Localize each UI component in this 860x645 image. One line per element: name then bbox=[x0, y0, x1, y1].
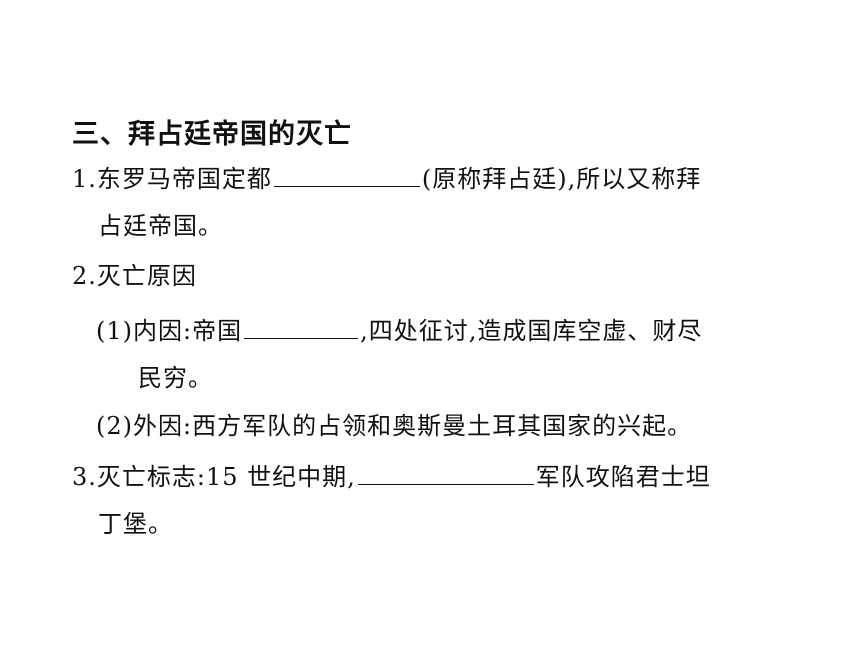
item-1-blank[interactable] bbox=[273, 160, 420, 187]
item-3-text-after: 军队攻陷君士坦 bbox=[535, 463, 711, 491]
item-2-line: 2.灭亡原因 bbox=[72, 260, 197, 292]
sub-2-text: 外因:西方军队的占领和奥斯曼土耳其国家的兴起。 bbox=[133, 412, 693, 440]
item-1-number: 1. bbox=[72, 165, 97, 193]
sub-1-line: (1)内因:帝国 ,四处征讨,造成国库空虚、财尽 bbox=[96, 312, 702, 347]
item-1-line: 1.东罗马帝国定都 (原称拜占廷),所以又称拜 bbox=[72, 160, 701, 195]
item-1-text-after: (原称拜占廷),所以又称拜 bbox=[421, 165, 702, 193]
item-1-text-before: 东罗马帝国定都 bbox=[96, 165, 272, 193]
item-3-continuation: 丁堡。 bbox=[98, 510, 173, 538]
section-heading: 三、拜占廷帝国的灭亡 bbox=[72, 119, 352, 150]
sub-1-blank[interactable] bbox=[244, 312, 359, 339]
sub-2-label: (2) bbox=[96, 412, 133, 440]
item-2-text: 灭亡原因 bbox=[96, 262, 197, 290]
item-3-line: 3.灭亡标志:15 世纪中期, 军队攻陷君士坦 bbox=[72, 458, 711, 493]
sub-2-line: (2)外因:西方军队的占领和奥斯曼土耳其国家的兴起。 bbox=[96, 410, 692, 442]
item-3-blank[interactable] bbox=[357, 458, 534, 485]
item-2-number: 2. bbox=[72, 262, 97, 290]
item-3-number: 3. bbox=[72, 463, 97, 491]
sub-1-label: (1) bbox=[96, 317, 133, 345]
sub-1-text-after: ,四处征讨,造成国库空虚、财尽 bbox=[360, 317, 703, 345]
item-1-continuation: 占廷帝国。 bbox=[98, 212, 223, 240]
sub-1-text-before: 内因:帝国 bbox=[133, 317, 243, 345]
sub-1-continuation: 民穷。 bbox=[138, 364, 213, 392]
item-3-text-before: 灭亡标志:15 世纪中期, bbox=[96, 463, 356, 491]
